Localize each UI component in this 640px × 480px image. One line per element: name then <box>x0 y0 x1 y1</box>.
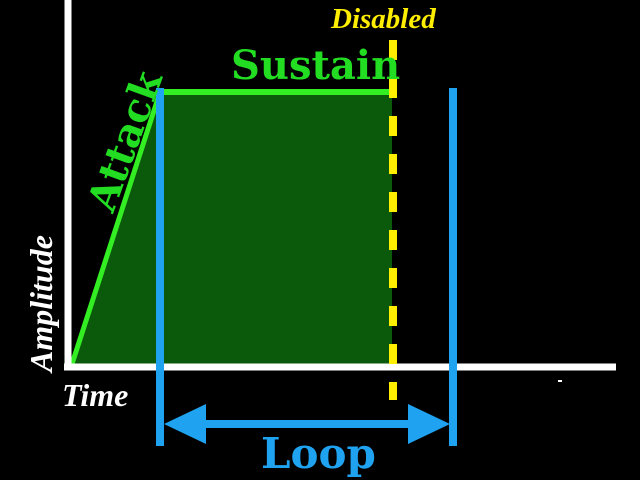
attack-line <box>69 89 163 367</box>
amplitude-axis-label: Amplitude <box>23 235 59 374</box>
sustain-label: Sustain <box>231 42 400 89</box>
loop-arrow <box>164 404 450 444</box>
loop-arrow-right-head-icon <box>408 404 450 444</box>
loop-arrow-left-head-icon <box>164 404 206 444</box>
disabled-label: Disabled <box>330 3 436 35</box>
envelope-fill <box>72 92 392 364</box>
loop-label: Loop <box>261 429 376 478</box>
time-axis-label: Time <box>62 377 128 413</box>
